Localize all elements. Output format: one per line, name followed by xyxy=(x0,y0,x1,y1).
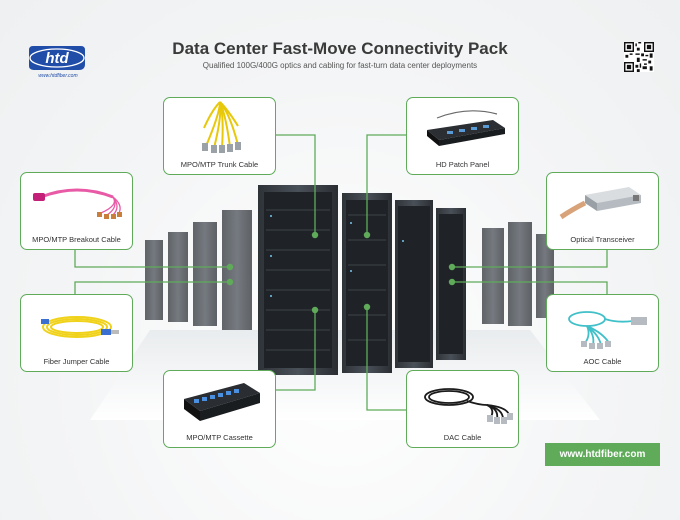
product-card-trunk-cable[interactable]: MPO/MTP Trunk Cable xyxy=(163,97,276,175)
product-card-dac-cable[interactable]: DAC Cable xyxy=(406,370,519,448)
card-label: AOC Cable xyxy=(583,357,622,366)
product-card-aoc-cable[interactable]: AOC Cable xyxy=(546,294,659,372)
card-label: DAC Cable xyxy=(443,433,482,442)
htd-logo: htd xyxy=(29,46,85,70)
aoc-cable-icon xyxy=(568,311,647,349)
logo-url: www.htdfiber.com xyxy=(38,73,78,79)
card-label: MPO/MTP Cassette xyxy=(186,433,253,442)
card-label: HD Patch Panel xyxy=(435,160,490,169)
card-label: Fiber Jumper Cable xyxy=(43,357,110,366)
cassette-icon xyxy=(184,383,260,421)
card-label: Optical Transceiver xyxy=(570,235,635,244)
qr-code[interactable] xyxy=(624,42,654,72)
website-banner[interactable]: www.htdfiber.com xyxy=(545,443,660,466)
product-card-patch-panel[interactable]: HD Patch Panel xyxy=(406,97,519,175)
product-card-jumper-cable[interactable]: Fiber Jumper Cable xyxy=(20,294,133,372)
card-label: MPO/MTP Breakout Cable xyxy=(32,235,121,244)
patch-panel-icon xyxy=(427,110,505,146)
jumper-cable-icon xyxy=(41,316,119,338)
logo-text: htd xyxy=(45,50,69,67)
transceiver-icon xyxy=(559,187,641,220)
product-card-cassette[interactable]: MPO/MTP Cassette xyxy=(163,370,276,448)
product-card-transceiver[interactable]: Optical Transceiver xyxy=(546,172,659,250)
product-card-breakout-cable[interactable]: MPO/MTP Breakout Cable xyxy=(20,172,133,250)
page-title: Data Center Fast-Move Connectivity Pack xyxy=(172,39,508,58)
card-label: MPO/MTP Trunk Cable xyxy=(180,160,259,169)
breakout-cable-icon xyxy=(33,188,122,219)
trunk-cable-icon xyxy=(202,101,241,153)
page-subtitle: Qualified 100G/400G optics and cabling f… xyxy=(202,61,478,70)
dac-cable-icon xyxy=(424,388,513,424)
